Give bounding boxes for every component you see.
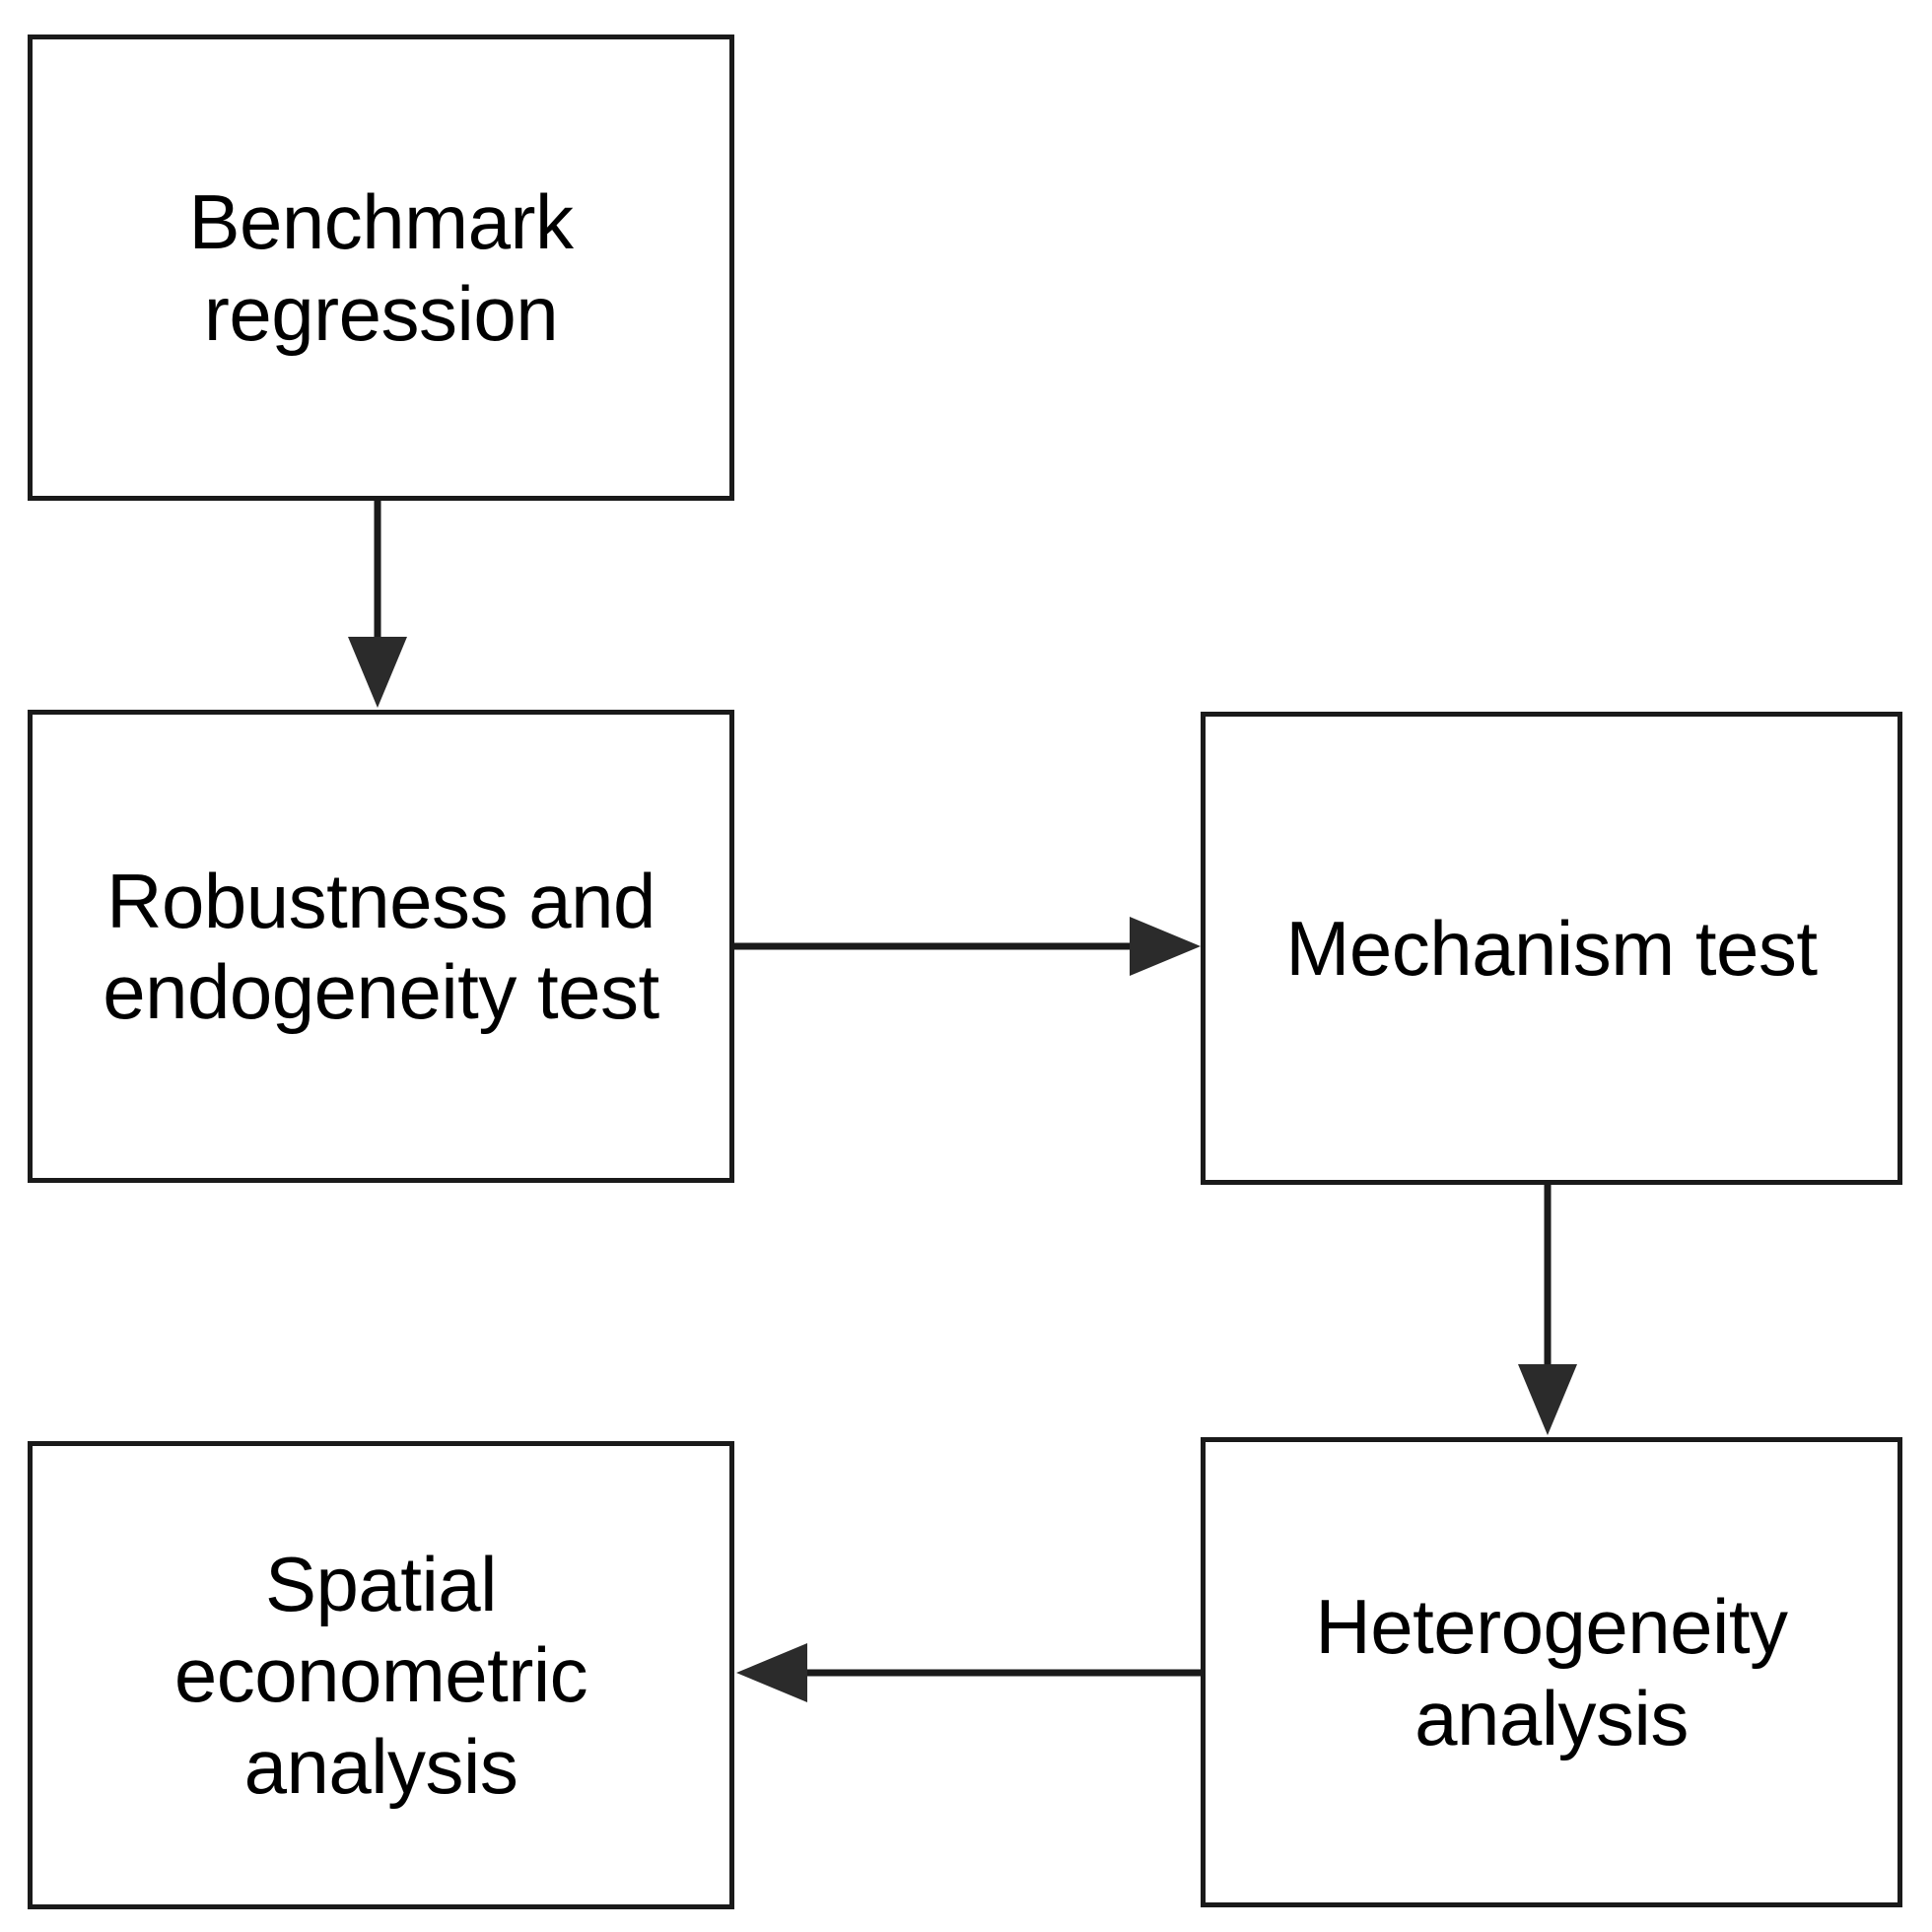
node-heterogeneity[interactable]: Heterogeneity analysis [1201,1437,1902,1907]
node-heterogeneity-label: Heterogeneity analysis [1315,1583,1788,1761]
edge-robustness-to-mechanism [734,917,1201,976]
node-robustness-test[interactable]: Robustness and endogeneity test [28,710,734,1183]
node-spatial-econometric-label: Spatial econometric analysis [173,1541,588,1810]
edge-benchmark-to-robustness [348,501,407,708]
node-mechanism-test-label: Mechanism test [1285,904,1818,992]
node-benchmark-regression-label: Benchmark regression [188,178,575,357]
node-benchmark-regression[interactable]: Benchmark regression [28,34,734,501]
edge-heterogeneity-to-spatial [736,1643,1201,1702]
node-mechanism-test[interactable]: Mechanism test [1201,712,1902,1185]
edge-mechanism-to-heterogeneity [1518,1185,1577,1435]
node-spatial-econometric[interactable]: Spatial econometric analysis [28,1441,734,1909]
node-robustness-test-label: Robustness and endogeneity test [103,857,659,1035]
